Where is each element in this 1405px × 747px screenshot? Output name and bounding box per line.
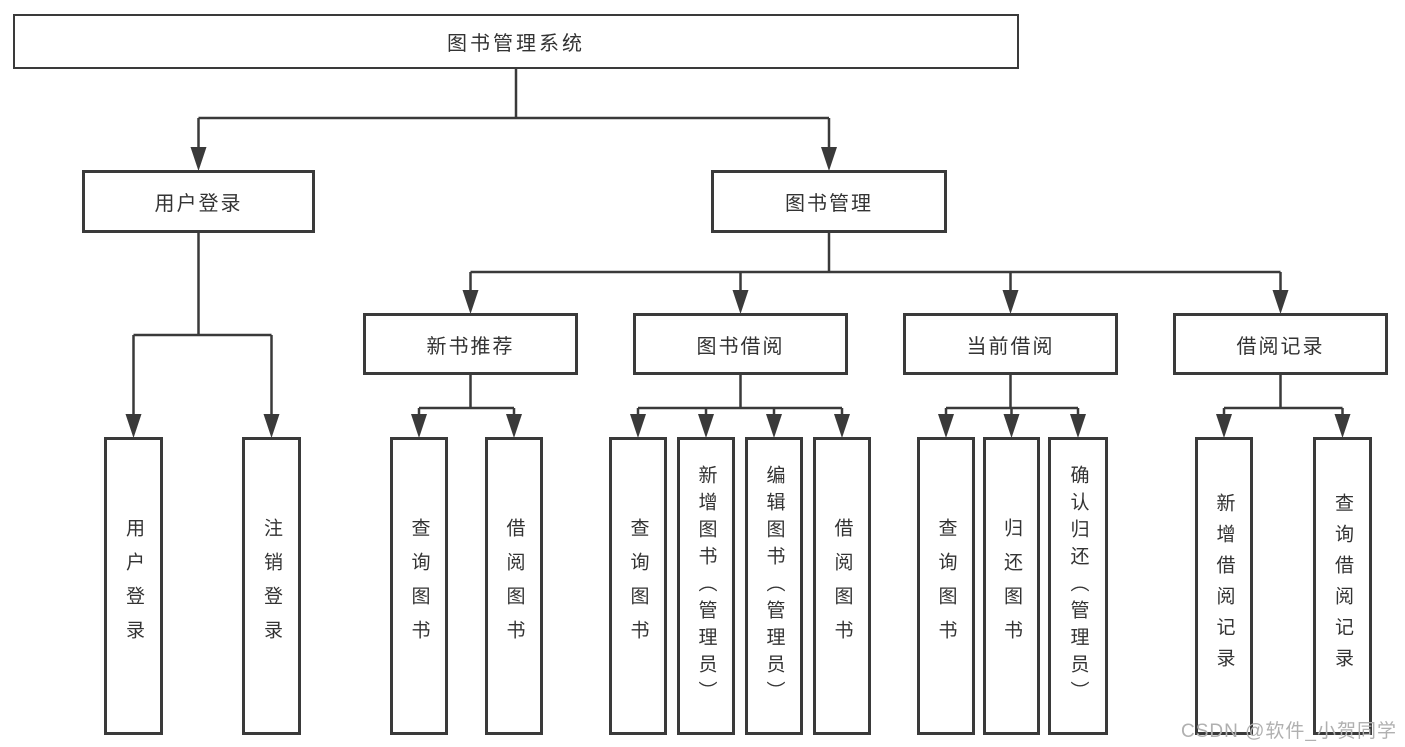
diagram-node-br-query-record: 查询借阅记录 xyxy=(1313,437,1372,735)
diagram-node-bb-query-books: 查询图书 xyxy=(609,437,667,735)
diagram-node-bb-edit-books-admin: 编辑图书（管理员） xyxy=(745,437,803,735)
diagram-node-rec-borrow-books: 借阅图书 xyxy=(485,437,543,735)
diagram-node-borrow-records: 借阅记录 xyxy=(1173,313,1388,375)
csdn-watermark: CSDN @软件_小贺同学 xyxy=(1181,721,1397,742)
arrowhead-icon xyxy=(1003,414,1020,438)
connector-current-borrow xyxy=(944,375,1080,420)
connector-book-borrow xyxy=(636,375,844,420)
diagram-node-book-borrow: 图书借阅 xyxy=(633,313,848,375)
arrowhead-icon xyxy=(1070,414,1086,438)
diagram-node-logout-action: 注销登录 xyxy=(242,437,301,735)
diagram-node-rec-query-books: 查询图书 xyxy=(390,437,448,735)
arrowhead-icon xyxy=(462,290,479,314)
diagram-node-bb-add-books-admin: 新增图书（管理员） xyxy=(677,437,735,735)
diagram-node-cb-return-books: 归还图书 xyxy=(983,437,1040,735)
connector-user-login xyxy=(132,233,273,420)
arrowhead-icon xyxy=(1272,290,1289,314)
arrowhead-icon xyxy=(834,414,850,438)
diagram-node-root: 图书管理系统 xyxy=(13,14,1019,69)
diagram-node-book-mgmt: 图书管理 xyxy=(711,170,947,233)
diagram-node-current-borrow: 当前借阅 xyxy=(903,313,1118,375)
arrowhead-icon xyxy=(125,414,142,438)
arrowhead-icon xyxy=(411,414,427,438)
arrowhead-icon xyxy=(821,147,837,171)
diagram-node-cb-confirm-return-admin: 确认归还（管理员） xyxy=(1048,437,1108,735)
diagram-node-cb-query-books: 查询图书 xyxy=(917,437,975,735)
arrowhead-icon xyxy=(190,147,207,171)
arrowhead-icon xyxy=(1002,290,1019,314)
diagram-node-login-action: 用户登录 xyxy=(104,437,163,735)
diagram-node-bb-borrow-books: 借阅图书 xyxy=(813,437,871,735)
connector-root xyxy=(197,69,831,153)
connector-borrow-records xyxy=(1222,375,1344,420)
arrowhead-icon xyxy=(1334,414,1351,438)
arrowhead-icon xyxy=(938,414,954,438)
connector-new-book-rec xyxy=(417,375,516,420)
diagram-node-br-add-record: 新增借阅记录 xyxy=(1195,437,1253,735)
arrowhead-icon xyxy=(698,414,714,438)
diagram-node-user-login: 用户登录 xyxy=(82,170,315,233)
arrowhead-icon xyxy=(732,290,749,314)
arrowhead-icon xyxy=(1216,414,1232,438)
arrowhead-icon xyxy=(506,414,522,438)
arrowhead-icon xyxy=(263,414,280,438)
connector-book-mgmt xyxy=(469,233,1282,296)
diagram-node-new-book-rec: 新书推荐 xyxy=(363,313,578,375)
arrowhead-icon xyxy=(766,414,782,438)
arrowhead-icon xyxy=(630,414,646,438)
